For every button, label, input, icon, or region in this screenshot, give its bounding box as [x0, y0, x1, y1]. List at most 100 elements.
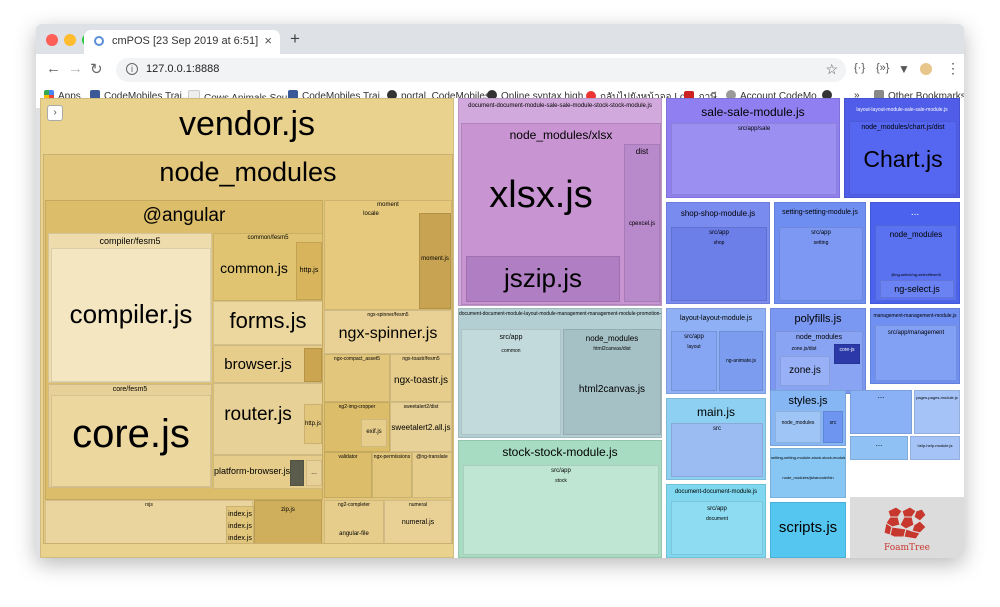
bookmark-item[interactable]: CodeMobiles Trai... — [288, 90, 388, 102]
reload-button[interactable]: ↻ — [90, 61, 103, 78]
ng-translate-cell[interactable]: @ng-translate — [412, 452, 452, 498]
main-src-cell[interactable]: src — [671, 423, 763, 477]
sale-cell[interactable]: sale-sale-module.js src/app/sale — [666, 98, 840, 198]
bookmarks-more-button[interactable]: » — [854, 90, 860, 101]
shop-src-cell[interactable]: src/app shop — [671, 227, 767, 301]
router-cell[interactable]: router.js http.js — [213, 383, 322, 455]
info-icon[interactable]: i — [126, 63, 138, 75]
styles-node-modules-cell[interactable]: node_modules — [775, 411, 821, 443]
barcode-cell[interactable]: setting-setting-module-stock-stock-modul… — [770, 448, 846, 498]
bookmark-globe[interactable] — [822, 90, 836, 102]
ngselect-node-modules-cell[interactable]: node_modules @ng-select/ng-select/fesm5 … — [875, 225, 957, 301]
moment-cell[interactable]: moment locale moment.js — [324, 200, 452, 310]
polyfills-node-modules-cell[interactable]: node_modules zone.js/dist core-js zone.j… — [775, 331, 863, 391]
browser-cell[interactable]: browser.js — [213, 345, 322, 383]
help-cell[interactable]: help-help-module.js — [910, 436, 960, 460]
sweetalert2-cell[interactable]: sweetalert2/dist sweetalert2.all.js — [390, 402, 452, 452]
bookmark-item[interactable]: ภาษี — [684, 90, 717, 105]
scripts-cell[interactable]: scripts.js — [770, 502, 846, 558]
profile-avatar[interactable] — [920, 63, 932, 75]
core-cell[interactable]: core/fesm5 core.js — [48, 384, 212, 488]
ngselect-bundle-cell[interactable]: ... node_modules @ng-select/ng-select/fe… — [870, 202, 960, 304]
tab-close-icon[interactable]: × — [264, 33, 272, 48]
sidebar-toggle-button[interactable]: › — [47, 105, 63, 121]
ngx-compact-cell[interactable]: ngx-compact_asset5 — [324, 354, 390, 402]
sale-src-cell[interactable]: src/app/sale — [671, 123, 837, 195]
node-modules-cell[interactable]: node_modules @angular compiler/fesm5 com… — [43, 154, 453, 544]
stock-cell[interactable]: stock-stock-module.js src/app stock — [458, 440, 662, 558]
management-cell[interactable]: management-management-module.js src/app/… — [870, 308, 960, 384]
setting-cell[interactable]: setting-setting-module.js src/app settin… — [774, 202, 866, 304]
compiler-cell[interactable]: compiler/fesm5 compiler.js — [48, 233, 212, 383]
url-text[interactable]: 127.0.0.1:8888 — [146, 63, 220, 75]
bookmark-apps[interactable]: Apps — [44, 90, 81, 102]
angular-cell[interactable]: @angular compiler/fesm5 compiler.js core… — [45, 200, 323, 500]
treemap[interactable]: vendor.js node_modules @angular compiler… — [40, 98, 964, 558]
index-js-cells[interactable]: index.js index.js index.js — [226, 506, 254, 543]
numeral-cell[interactable]: numeral numeral.js — [384, 500, 452, 543]
new-tab-button[interactable]: + — [290, 29, 300, 48]
ng2-completer-cell[interactable]: ng2-completer angular-file — [324, 500, 384, 543]
bookmark-item[interactable]: กลับไปยังหน้าจอ Lo... — [586, 90, 694, 105]
styles-cell[interactable]: styles.js node_modules src — [770, 390, 846, 446]
http-js-cell[interactable]: http.js — [296, 242, 322, 300]
moment-js-cell[interactable]: moment.js — [419, 213, 451, 309]
rxjs-cell[interactable]: rxjs — [45, 500, 253, 543]
main-cell[interactable]: main.js src — [666, 398, 766, 480]
forward-button[interactable]: → — [68, 60, 83, 77]
menu-icon[interactable]: ⋮ — [946, 60, 960, 76]
bookmark-item[interactable]: CodeMobiles Trai... — [90, 90, 190, 102]
stock-src-cell[interactable]: src/app stock — [463, 465, 659, 555]
layout-cell[interactable]: layout-layout-module.js src/app layout n… — [666, 308, 766, 394]
close-window-button[interactable] — [46, 34, 58, 46]
polyfills-cell[interactable]: polyfills.js node_modules zone.js/dist c… — [770, 308, 866, 394]
document-module-cell[interactable]: document-document-module.js src/app docu… — [666, 484, 766, 558]
validator-cell[interactable]: validator — [324, 452, 372, 498]
ngx-toastr-cell[interactable]: ngx-toastr/fesm5 ngx-toastr.js — [390, 354, 452, 402]
back-button[interactable]: ← — [46, 60, 61, 77]
platform-browser-dots-cell[interactable]: ... — [306, 460, 322, 486]
platform-browser-cell[interactable]: platform-browser.js ... — [213, 455, 322, 489]
pages-cell[interactable]: pages-pages-module.js — [914, 390, 960, 434]
ngx-spinner-cell[interactable]: ngx-spinner/fesm5 ngx-spinner.js — [324, 310, 452, 354]
xlsx-cell[interactable]: node_modules/xlsx xlsx.js jszip.js dist … — [461, 123, 661, 305]
chart-bundle-cell[interactable]: layout-layout-module-sale-sale-module.js… — [844, 98, 960, 198]
minimize-window-button[interactable] — [64, 34, 76, 46]
html2canvas-cell[interactable]: node_modules html2canvas/dist html2canva… — [563, 329, 661, 435]
core-js-cell[interactable]: core.js — [51, 395, 211, 487]
core-js-lib-cell[interactable]: core-js — [834, 344, 860, 364]
zone-js-cell[interactable]: zone.js — [780, 356, 830, 386]
http-js-2-cell[interactable]: http.js — [304, 404, 322, 444]
extension-braces-icon[interactable]: {»} — [876, 62, 890, 74]
extension-v-icon[interactable]: ▼ — [898, 62, 910, 76]
platform-browser-sub-cell[interactable] — [290, 460, 304, 486]
common-cell[interactable]: common/fesm5 common.js http.js — [213, 233, 322, 301]
layout-bundle-cell[interactable]: document-document-module-layout-module-m… — [458, 308, 662, 438]
bookmark-item[interactable]: Online syntax high... — [487, 90, 592, 102]
management-src-cell[interactable]: src/app/management — [875, 325, 957, 381]
ng-animate-cell[interactable]: ng-animate.js — [719, 331, 763, 391]
chart-js-cell[interactable]: node_modules/chart.js/dist Chart.js — [849, 121, 957, 195]
bookmark-star-icon[interactable]: ☆ — [825, 61, 838, 77]
small-cell-2[interactable]: ... — [850, 436, 908, 460]
layout-bundle-src-cell[interactable]: src/app common — [461, 329, 561, 435]
shop-cell[interactable]: shop-shop-module.js src/app shop — [666, 202, 770, 304]
address-bar[interactable]: i 127.0.0.1:8888 ☆ — [116, 58, 846, 82]
setting-src-cell[interactable]: src/app setting — [779, 227, 863, 301]
bookmark-item[interactable]: Account CodeMo... — [726, 90, 825, 102]
tab-cmpos[interactable]: cmPOS [23 Sep 2019 at 6:51] × — [84, 30, 280, 54]
extension-json-icon[interactable]: {·} — [854, 62, 866, 74]
document-module-src-cell[interactable]: src/app document — [671, 501, 763, 555]
jszip-cell[interactable]: jszip.js — [466, 256, 620, 302]
forms-cell[interactable]: forms.js — [213, 301, 322, 345]
compiler-js-cell[interactable]: compiler.js — [51, 248, 211, 382]
small-cell-1[interactable]: ... — [850, 390, 912, 434]
vendor-cell[interactable]: vendor.js node_modules @angular compiler… — [40, 98, 454, 558]
exif-js-cell[interactable]: exif.js — [361, 419, 387, 447]
document-bundle-cell[interactable]: document-document-module-sale-sale-modul… — [458, 98, 662, 306]
ng2-img-cropper-cell[interactable]: ng2-img-cropper exif.js — [324, 402, 390, 452]
layout-src-cell[interactable]: src/app layout — [671, 331, 717, 391]
styles-src-cell[interactable]: src — [823, 411, 843, 443]
zip-cell[interactable]: zip.js — [254, 500, 322, 543]
bookmark-item[interactable]: portal_CodeMobiles — [387, 90, 490, 102]
